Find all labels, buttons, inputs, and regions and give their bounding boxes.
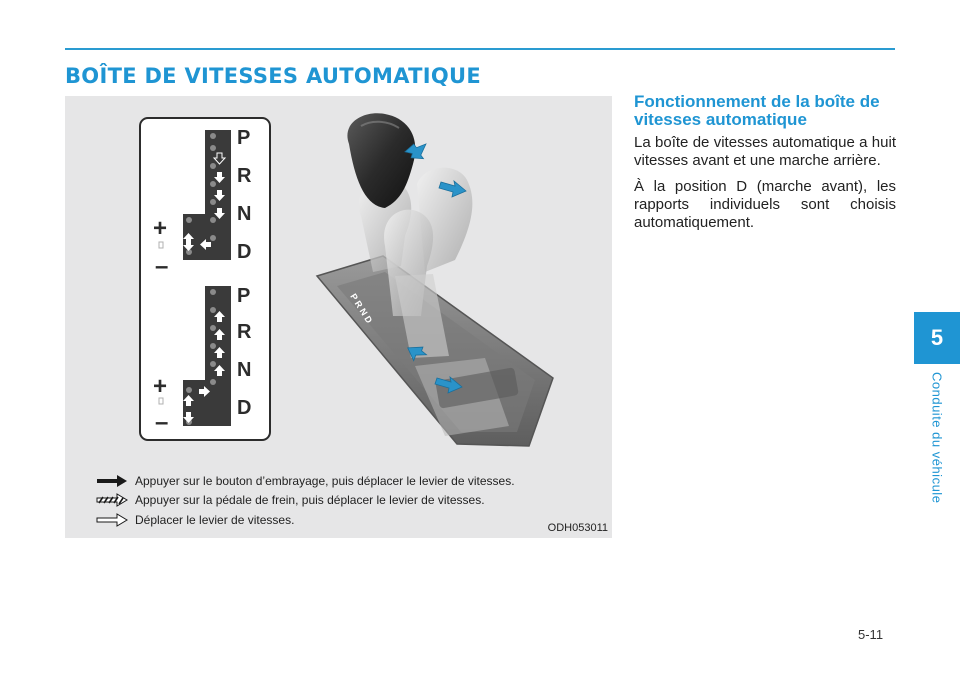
gear-label-n-bottom: N bbox=[237, 359, 251, 381]
legend-text-solid: Appuyer sur le bouton d’embrayage, puis … bbox=[135, 474, 515, 488]
small-marks bbox=[158, 241, 164, 405]
chapter-label: Conduite du véhicule bbox=[914, 370, 960, 506]
hatched-arrow-icon bbox=[96, 493, 128, 507]
chapter-number: 5 bbox=[930, 325, 944, 350]
gear-label-r-top: R bbox=[237, 165, 252, 187]
upper-gate-dots bbox=[186, 133, 216, 255]
chapter-tab: 5 bbox=[914, 312, 960, 364]
plus-sign-bottom: + bbox=[153, 373, 167, 400]
solid-arrow-icon bbox=[97, 475, 127, 487]
shift-pattern-box bbox=[139, 117, 271, 441]
gear-label-d-top: D bbox=[237, 241, 251, 263]
minus-sign-bottom: – bbox=[155, 409, 168, 436]
plus-sign-top: + bbox=[153, 215, 167, 242]
legend-text-hatched: Appuyer sur la pédale de frein, puis dép… bbox=[135, 493, 485, 507]
subheading: Fonctionnement de la boîte de vitesses a… bbox=[634, 92, 880, 129]
paragraph: La boîte de vitesses automatique a huit … bbox=[634, 134, 896, 169]
page-number: 5-11 bbox=[858, 627, 884, 642]
upper-gate-panel bbox=[183, 130, 231, 260]
upper-gate-arrows bbox=[183, 152, 227, 251]
legend-text-outline: Déplacer le levier de vitesses. bbox=[135, 513, 295, 527]
outline-arrow-icon bbox=[96, 513, 128, 527]
lower-gate-dots bbox=[186, 289, 216, 425]
figure-code: ODH053011 bbox=[547, 522, 608, 534]
minus-sign-top: – bbox=[155, 253, 168, 280]
top-rule bbox=[65, 48, 895, 50]
gear-label-r-bottom: R bbox=[237, 321, 252, 343]
legend-item-outline: Déplacer le levier de vitesses. bbox=[95, 512, 294, 528]
shift-direction-arrows bbox=[404, 143, 467, 394]
legend-item-hatched: Appuyer sur la pédale de frein, puis dép… bbox=[95, 492, 485, 508]
gear-label-p-top: P bbox=[237, 127, 250, 149]
paragraph: À la position D (marche avant), les rapp… bbox=[634, 178, 896, 231]
lower-gate-arrows bbox=[183, 311, 225, 423]
gear-shift-figure: P R N D P R N D + – + – P R N D bbox=[65, 96, 612, 538]
gear-label-d-bottom: D bbox=[237, 397, 251, 419]
section-title: BOÎTE DE VITESSES AUTOMATIQUE bbox=[65, 64, 482, 88]
gear-label-n-top: N bbox=[237, 203, 251, 225]
gear-label-p-bottom: P bbox=[237, 285, 250, 307]
legend-item-solid: Appuyer sur le bouton d’embrayage, puis … bbox=[95, 473, 515, 489]
chapter-label-text: Conduite du véhicule bbox=[929, 372, 945, 504]
console-illustration: P R N D bbox=[315, 113, 554, 447]
gear-shift-illustration: P R N D P R N D + – + – P R N D bbox=[139, 113, 554, 447]
body-text: La boîte de vitesses automatique a huit … bbox=[634, 134, 896, 240]
